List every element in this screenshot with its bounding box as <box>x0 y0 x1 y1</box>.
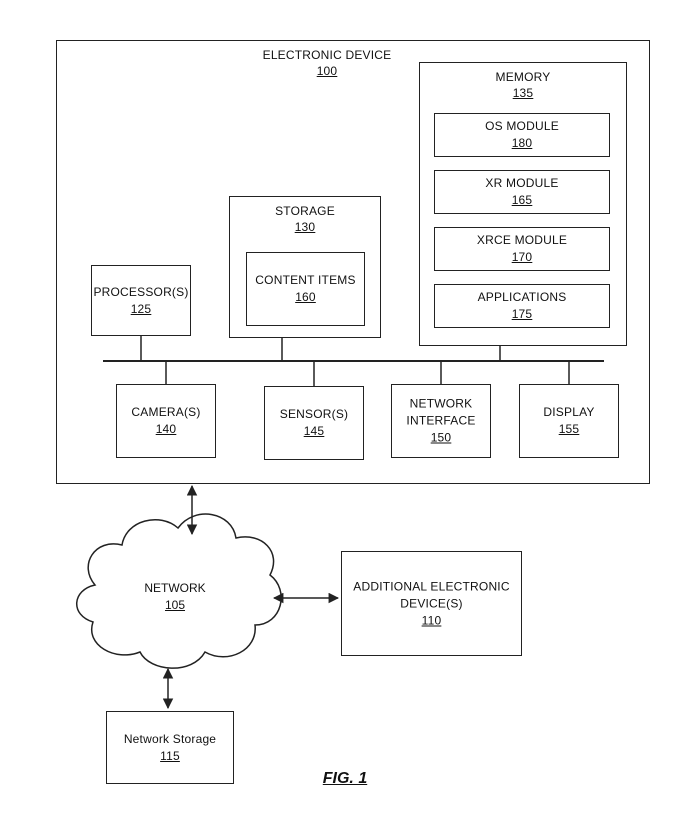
network-storage-title: Network Storage <box>123 731 217 746</box>
network-storage-ref: 115 <box>160 748 180 763</box>
camera-label: CAMERA(S) 140 <box>117 404 215 438</box>
content-items-title: CONTENT ITEMS <box>255 273 356 287</box>
additional-device-box: ADDITIONAL ELECTRONIC DEVICE(S) 110 <box>341 551 522 656</box>
storage-label: STORAGE 130 <box>230 203 380 235</box>
network-interface-title-line-2: INTERFACE <box>406 413 476 428</box>
processor-ref: 125 <box>130 301 152 316</box>
xrce-module-box: XRCE MODULE 170 <box>434 227 610 271</box>
network-label: NETWORK 105 <box>100 580 250 614</box>
storage-title: STORAGE <box>275 204 335 218</box>
network-storage-label: Network Storage 115 <box>107 731 233 765</box>
camera-title: CAMERA(S) <box>131 405 201 419</box>
xrce-module-title: XRCE MODULE <box>476 233 568 247</box>
processor-box: PROCESSOR(S) 125 <box>91 265 191 336</box>
network-cloud <box>76 513 282 669</box>
sensor-title: SENSOR(S) <box>279 407 349 421</box>
electronic-device-label: ELECTRONIC DEVICE 100 <box>227 47 427 79</box>
memory-title: MEMORY <box>495 70 551 84</box>
network-interface-label: NETWORK INTERFACE 150 <box>392 396 490 447</box>
content-items-label: CONTENT ITEMS 160 <box>247 272 364 306</box>
xrce-module-ref: 170 <box>511 250 533 264</box>
sensor-ref: 145 <box>303 424 325 438</box>
additional-device-ref: 110 <box>421 613 442 627</box>
additional-device-label: ADDITIONAL ELECTRONIC DEVICE(S) 110 <box>342 578 521 629</box>
xrce-module-label: XRCE MODULE 170 <box>435 232 609 266</box>
os-module-label: OS MODULE 180 <box>435 118 609 152</box>
content-items-ref: 160 <box>295 290 316 304</box>
additional-device-title-line-2: DEVICE(S) <box>400 596 463 610</box>
electronic-device-ref: 100 <box>316 64 338 78</box>
camera-box: CAMERA(S) 140 <box>116 384 216 458</box>
camera-ref: 140 <box>155 422 177 436</box>
display-box: DISPLAY 155 <box>519 384 619 458</box>
network-ref: 105 <box>164 598 186 612</box>
network-title: NETWORK <box>144 581 206 595</box>
xr-module-title: XR MODULE <box>485 176 559 190</box>
network-storage-box: Network Storage 115 <box>106 711 234 784</box>
display-title: DISPLAY <box>543 405 595 419</box>
applications-box: APPLICATIONS 175 <box>434 284 610 328</box>
network-interface-box: NETWORK INTERFACE 150 <box>391 384 491 458</box>
sensor-box: SENSOR(S) 145 <box>264 386 364 460</box>
xr-module-ref: 165 <box>511 193 533 207</box>
display-label: DISPLAY 155 <box>520 404 618 438</box>
network-interface-title-line-1: NETWORK <box>409 396 473 411</box>
memory-label: MEMORY 135 <box>420 69 626 101</box>
memory-ref: 135 <box>512 86 534 100</box>
processor-title: PROCESSOR(S) <box>93 284 189 299</box>
electronic-device-title: ELECTRONIC DEVICE <box>262 48 392 62</box>
network-interface-ref: 150 <box>430 430 452 445</box>
applications-ref: 175 <box>511 307 533 321</box>
processor-label: PROCESSOR(S) 125 <box>92 284 190 318</box>
electronic-device-box: ELECTRONIC DEVICE 100 <box>56 40 650 484</box>
xr-module-box: XR MODULE 165 <box>434 170 610 214</box>
xr-module-label: XR MODULE 165 <box>435 175 609 209</box>
storage-ref: 130 <box>294 220 316 234</box>
os-module-ref: 180 <box>511 136 533 150</box>
display-ref: 155 <box>558 422 580 436</box>
sensor-label: SENSOR(S) 145 <box>265 406 363 440</box>
os-module-box: OS MODULE 180 <box>434 113 610 157</box>
figure-caption: FIG. 1 <box>322 770 368 787</box>
content-items-box: CONTENT ITEMS 160 <box>246 252 365 326</box>
applications-title: APPLICATIONS <box>477 290 567 304</box>
applications-label: APPLICATIONS 175 <box>435 289 609 323</box>
os-module-title: OS MODULE <box>485 119 559 133</box>
additional-device-title-line-1: ADDITIONAL ELECTRONIC <box>353 579 510 593</box>
